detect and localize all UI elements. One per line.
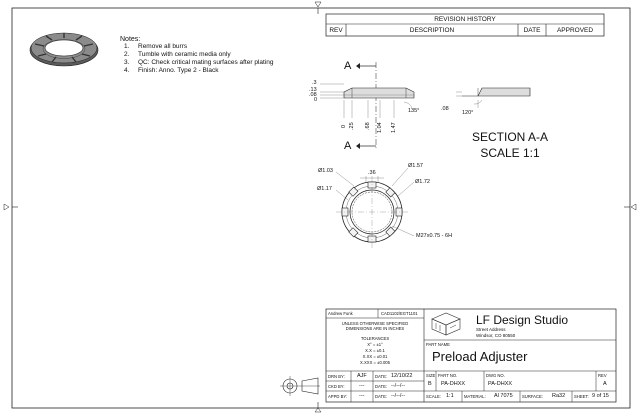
ckd-label: CKD BY: [328,384,345,389]
part-name-label: PART NAME [426,342,450,347]
tolerance-xxx: X.XXX = ±0.005 [360,360,390,365]
drn-value: AJF [357,373,367,379]
tolerances-title: TOLERANCES [360,336,390,341]
dwg-no-value: PA-DHXX [488,381,513,387]
ckd-date-label: DATE: [375,384,388,389]
isometric-view [29,32,99,67]
unless-specified: UNLESS OTHERWISE SPECIFIED [341,321,409,326]
section-scale: SCALE 1:1 [480,146,540,160]
dim-d157: Ø1.57 [408,163,423,169]
dim-bottom-3: 1.04 [377,122,383,133]
tolerance-x: X.X = ±0.1 [365,348,385,353]
dim-d036: .36 [368,170,376,176]
author-name: Andrew Funk [328,311,353,316]
date-col-header: DATE [523,27,541,34]
revision-history-title: REVISION HISTORY [434,16,496,23]
appd-date-label: DATE: [375,394,388,399]
material-label: MATERIAL: [464,394,486,399]
rev-value: A [603,381,607,387]
dim-thread: M27x0.75 - 6H [416,233,453,239]
scale-label: SCALE: [426,394,441,399]
dim-bottom-2: .68 [365,122,371,130]
appd-label: APPD BY: [328,394,348,399]
dwg-no-label: DWG NO. [486,373,505,378]
company-city: Windsor, CO 80550 [476,333,516,338]
note-2: 2.Tumble with ceramic media only [124,51,231,58]
sheet-value: 9 of 15 [592,393,609,399]
size-value: B [428,381,432,387]
drn-date: 12/10/22 [391,373,413,379]
note-4: 4.Finish: Anno. Type 2 - Black [124,67,219,74]
dim-d172: Ø1.72 [415,179,430,185]
tolerance-angle: X° = ±1° [367,342,383,347]
dim-left-2: .08 [309,92,317,98]
dimensions-note: DIMENSIONS ARE IN INCHES [345,326,405,331]
approved-col-header: APPROVED [556,27,594,34]
tolerance-xx: X.XX = ±0.01 [362,354,388,359]
company-street: Street Address [476,327,506,332]
scale-value: 1:1 [446,393,454,399]
sheet-label: SHEET: [574,394,589,399]
surface-value: Ra32 [552,393,566,399]
section-profile [320,83,415,118]
company-logo [431,312,461,336]
part-no-label: PART NO. [438,373,458,378]
part-no-value: PA-DHXX [441,381,466,387]
dim-bottom-1: .25 [349,122,355,130]
drn-date-label: DATE: [375,374,388,379]
rev-label: REV [598,373,607,378]
detail-profile [456,87,531,108]
part-name: Preload Adjuster [432,349,528,364]
ckd-value: --- [359,383,365,389]
note-3: 3.QC: Check critical mating surfaces aft… [124,59,274,66]
company-name: LF Design Studio [476,313,569,327]
material-value: Al 7075 [494,393,513,399]
drawing-code: CAD1102/EGT1101 [381,311,418,316]
size-label: SIZE [426,373,436,378]
section-line [356,62,377,150]
dim-bottom-4: 1.47 [391,122,397,133]
description-col-header: DESCRIPTION [409,27,455,34]
front-view [335,167,415,248]
dim-left-0: .3 [312,80,317,86]
drn-label: DRN BY: [328,374,345,379]
surface-label: SURFACE: [522,394,543,399]
ckd-date: --/--/-- [391,383,406,389]
dim-bottom-0: 0 [341,124,347,128]
note-1: 1.Remove all burrs [124,43,188,50]
section-label-bottom: A [344,140,352,152]
dim-left-3: 0 [314,97,318,103]
dim-detail-angle: 120° [462,110,474,116]
dim-d103: Ø1.03 [318,168,333,174]
dim-detail-left: .08 [441,106,449,112]
section-label-top: A [344,60,352,72]
rev-col-header: REV [329,27,343,34]
section-title: SECTION A-A [471,130,548,144]
notes-title: Notes: [120,36,141,43]
projection-symbol [280,376,320,396]
dim-left-1: .13 [309,87,317,93]
dim-d117: Ø1.17 [317,186,332,192]
appd-value: --- [359,393,365,399]
appd-date: --/--/-- [391,393,406,399]
dim-angle-left: 135° [408,108,420,114]
